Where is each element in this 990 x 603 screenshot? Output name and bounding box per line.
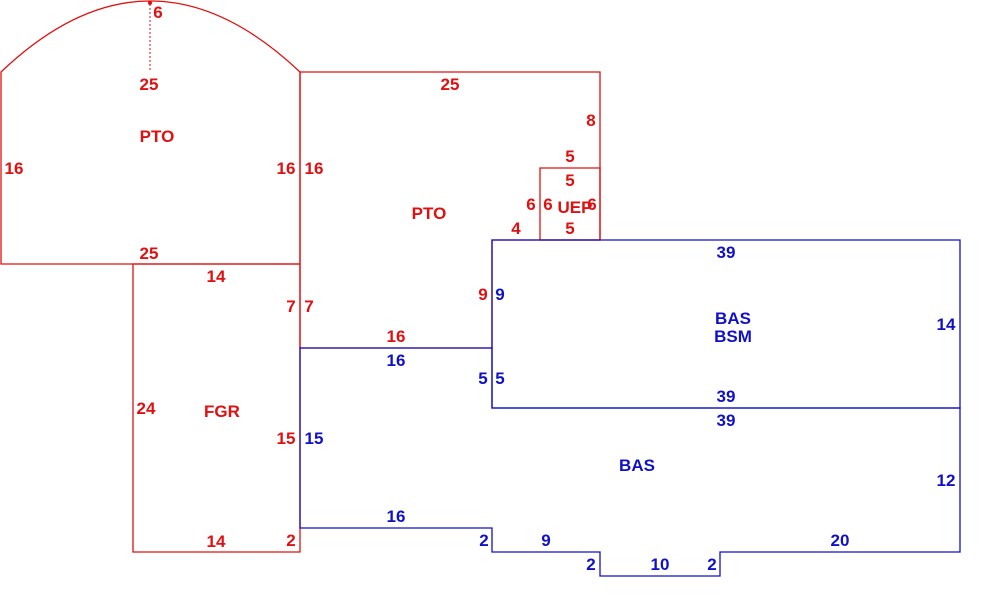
dim-pto-center-bottom: 16: [387, 327, 406, 346]
dim-bas-run-a: 9: [541, 531, 550, 550]
dim-uep-top: 5: [565, 147, 574, 166]
dim-bas-bottom-mid: 10: [651, 555, 670, 574]
dim-fgr-right-upper: 7: [286, 297, 295, 316]
dim-bas-top-left: 16: [387, 351, 406, 370]
area-label-bas-lower: BAS: [619, 456, 655, 475]
dim-fgr-left: 24: [137, 399, 156, 418]
dim-fgr-right-lower: 15: [277, 429, 296, 448]
pto-left-outline: [0, 0, 301, 265]
dim-pto-center-top: 25: [441, 75, 460, 94]
dim-bsm-top: 39: [717, 243, 736, 262]
dim-bas-step-left: 5: [478, 369, 487, 388]
dim-uep-right: 6: [587, 195, 596, 214]
dim-fgr-bottom: 14: [207, 532, 226, 551]
dim-pto-left-bottom: 25: [140, 244, 159, 263]
dim-arc-rise: 6: [153, 3, 162, 22]
dim-uep-top-inner: 5: [565, 171, 574, 190]
area-label-uep: UEP: [558, 198, 593, 217]
dim-bsm-left: 9: [495, 285, 504, 304]
dim-uep-left-inner: 6: [543, 195, 552, 214]
arc-apex-point: [148, 1, 152, 5]
area-label-pto-center: PTO: [412, 204, 447, 223]
dim-bas-right: 12: [937, 471, 956, 490]
dim-pto-center-right-upper: 8: [586, 111, 595, 130]
dim-fgr-step: 2: [286, 531, 295, 550]
dim-bas-left-upper: 15: [305, 429, 324, 448]
dim-bas-notch-a: 2: [479, 531, 488, 550]
dim-uep-left: 6: [526, 195, 535, 214]
area-label-bas-upper: BAS: [715, 309, 751, 328]
dim-bsm-bottom: 39: [717, 387, 736, 406]
dim-pto-left-left: 16: [5, 159, 24, 178]
pto-center-outline: [299, 71, 601, 349]
dim-uep-bottom: 5: [565, 219, 574, 238]
dim-pto-center-left-lower: 7: [304, 297, 313, 316]
bas-lower-outline: [299, 347, 961, 577]
dim-bas-bottom-right: 20: [831, 531, 850, 550]
dim-bsm-right: 14: [937, 315, 956, 334]
dim-bas-bottom-left: 16: [387, 507, 406, 526]
living-outlines: [299, 239, 961, 577]
dim-pto-left-inner-top: 25: [140, 75, 159, 94]
dim-bas-notch-c: 2: [707, 555, 716, 574]
dim-bas-notch-b: 2: [586, 555, 595, 574]
fgr-outline: [132, 263, 301, 553]
area-label-bsm: BSM: [714, 327, 752, 346]
dim-pto-center-right-lower: 9: [478, 285, 487, 304]
dim-bas-step-left-2: 5: [495, 369, 504, 388]
dim-fgr-top: 14: [207, 267, 226, 286]
dim-bas-top-right: 39: [717, 411, 736, 430]
dim-pto-left-right: 16: [277, 159, 296, 178]
area-label-pto-left: PTO: [140, 127, 175, 146]
dim-pto-center-step: 4: [511, 219, 521, 238]
dim-pto-center-left: 16: [305, 159, 324, 178]
area-label-fgr: FGR: [204, 402, 240, 421]
